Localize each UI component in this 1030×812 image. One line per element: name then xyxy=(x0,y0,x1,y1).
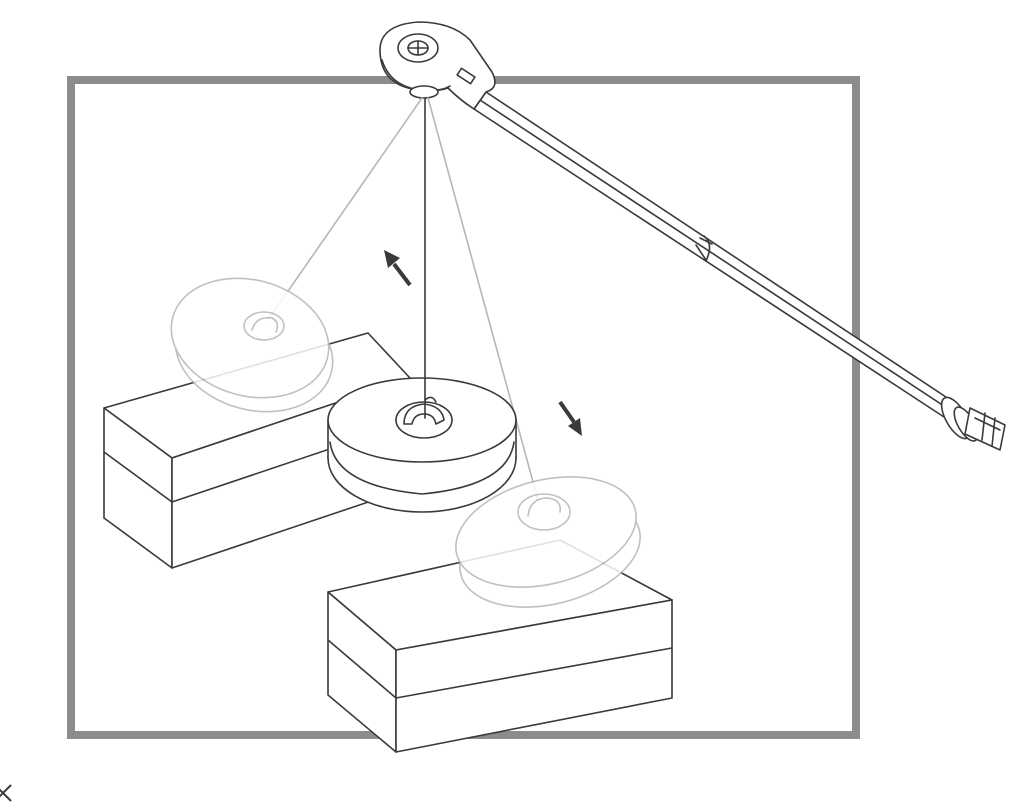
wrench-drive-end xyxy=(940,396,1006,451)
pendulum-left-faded xyxy=(267,97,423,321)
arrow-up-left xyxy=(384,250,412,287)
disc-right-faded xyxy=(455,476,641,608)
disc-center xyxy=(327,377,517,513)
wrench-handle xyxy=(473,91,956,418)
disc-left-faded xyxy=(170,277,334,413)
wrench-head xyxy=(379,21,496,110)
pendulum-center-string xyxy=(424,97,437,419)
arrow-down-right xyxy=(558,400,582,436)
pendulum-right-faded xyxy=(427,97,539,501)
close-icon[interactable] xyxy=(0,781,15,805)
